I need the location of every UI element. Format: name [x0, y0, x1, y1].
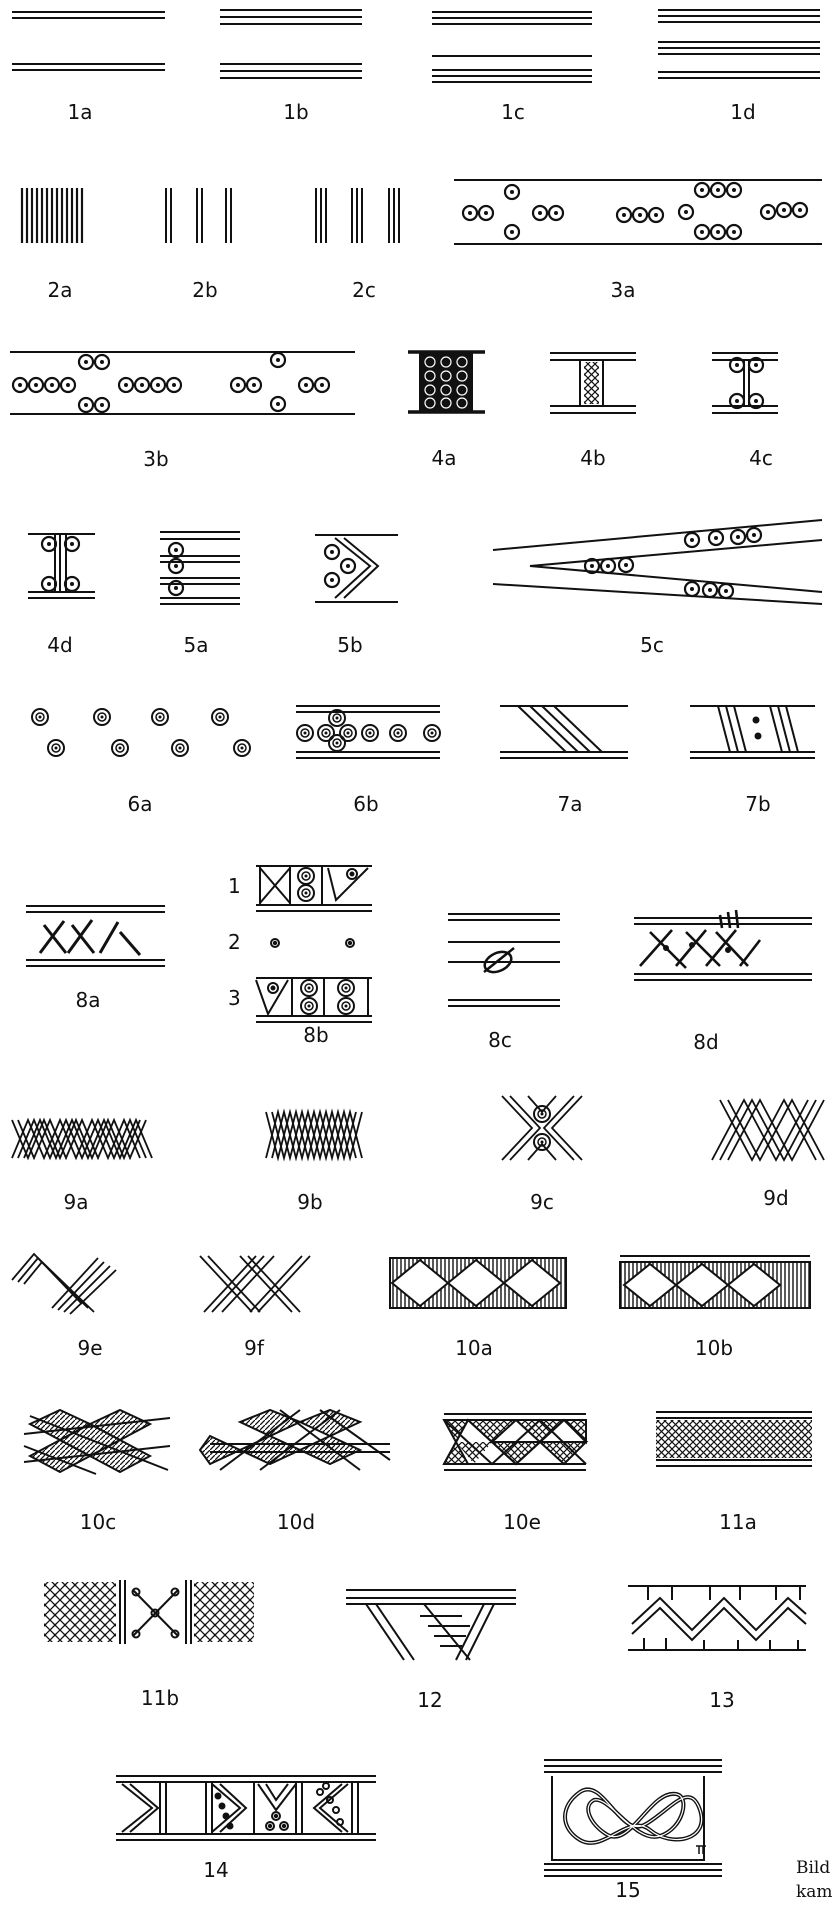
motif-1b: [220, 10, 362, 78]
label-8d: 8d: [693, 1030, 718, 1054]
label-10c: 10c: [80, 1510, 116, 1534]
label-3b: 3b: [143, 447, 168, 471]
motif-1c: [432, 12, 592, 82]
label-5a: 5a: [184, 633, 209, 657]
motif-2c: [316, 188, 399, 243]
motif-9b: [266, 1112, 362, 1158]
label-13: 13: [709, 1688, 734, 1712]
motif-3b: [10, 352, 355, 414]
label-1a: 1a: [68, 100, 93, 124]
label-10a: 10a: [455, 1336, 493, 1360]
label-6a: 6a: [128, 792, 153, 816]
motif-11a: [656, 1412, 812, 1466]
motif-9d: [712, 1100, 824, 1160]
motif-6a: [32, 709, 250, 756]
label-8b: 8b: [303, 1023, 328, 1047]
label-8c: 8c: [488, 1028, 512, 1052]
motif-4a: [408, 352, 485, 412]
label-14: 14: [203, 1858, 228, 1882]
label-9c: 9c: [530, 1190, 554, 1214]
motif-7b: [690, 706, 815, 758]
label-2a: 2a: [48, 278, 73, 302]
label-3a: 3a: [611, 278, 636, 302]
label-8b-row1: 1: [228, 874, 241, 898]
label-8b-row2: 2: [228, 930, 241, 954]
motif-10b: [620, 1256, 810, 1308]
caption-line-2: kam: [796, 1880, 833, 1904]
label-9f: 9f: [244, 1336, 264, 1360]
label-15: 15: [615, 1878, 640, 1902]
motif-9f: [200, 1256, 310, 1312]
label-9e: 9e: [77, 1336, 102, 1360]
label-9d: 9d: [763, 1186, 788, 1210]
motif-8d: [634, 910, 812, 980]
motif-9e: [12, 1254, 116, 1314]
motif-15: [544, 1760, 722, 1876]
motif-5c: [493, 520, 822, 604]
motif-8c: [448, 914, 560, 1006]
motif-9a: [12, 1120, 152, 1158]
label-1d: 1d: [730, 100, 755, 124]
motif-10c: [24, 1410, 170, 1474]
motif-4c: [712, 353, 778, 413]
motif-7a: [500, 706, 628, 758]
motif-2a: [22, 188, 82, 243]
label-4d: 4d: [47, 633, 72, 657]
caption-text: Bild kam: [796, 1856, 833, 1904]
motif-2b: [166, 188, 231, 243]
label-4b: 4b: [580, 446, 605, 470]
motif-4d: [28, 534, 95, 598]
label-4c: 4c: [749, 446, 773, 470]
motif-10e: [444, 1414, 586, 1470]
label-11b: 11b: [141, 1686, 179, 1710]
label-7b: 7b: [745, 792, 770, 816]
label-8b-row3: 3: [228, 986, 241, 1010]
label-10d: 10d: [277, 1510, 315, 1534]
label-11a: 11a: [719, 1510, 757, 1534]
motif-8a: [26, 906, 165, 966]
label-7a: 7a: [558, 792, 583, 816]
motif-14: [116, 1776, 376, 1840]
motif-5b: [315, 535, 398, 602]
motif-3a: [454, 180, 822, 244]
motif-9c: [502, 1096, 582, 1160]
label-5c: 5c: [640, 633, 664, 657]
label-1c: 1c: [501, 100, 525, 124]
label-10e: 10e: [503, 1510, 541, 1534]
motif-12: [346, 1590, 516, 1660]
motif-6b: [296, 706, 440, 758]
motif-1a: [12, 12, 165, 70]
label-6b: 6b: [353, 792, 378, 816]
label-2c: 2c: [352, 278, 376, 302]
motif-8b: [256, 866, 372, 1022]
label-2b: 2b: [192, 278, 217, 302]
label-9a: 9a: [64, 1190, 89, 1214]
motif-1d: [658, 10, 820, 78]
motif-4b: [550, 353, 636, 413]
caption-line-1: Bild: [796, 1856, 833, 1880]
label-5b: 5b: [337, 633, 362, 657]
label-1b: 1b: [283, 100, 308, 124]
label-12: 12: [417, 1688, 442, 1712]
motif-10a: [390, 1258, 566, 1308]
label-9b: 9b: [297, 1190, 322, 1214]
motif-5a: [160, 532, 240, 604]
label-10b: 10b: [695, 1336, 733, 1360]
motif-10d: [200, 1410, 390, 1470]
motif-13: [628, 1586, 806, 1650]
motif-11b: [44, 1580, 254, 1644]
label-8a: 8a: [76, 988, 101, 1012]
label-4a: 4a: [432, 446, 457, 470]
